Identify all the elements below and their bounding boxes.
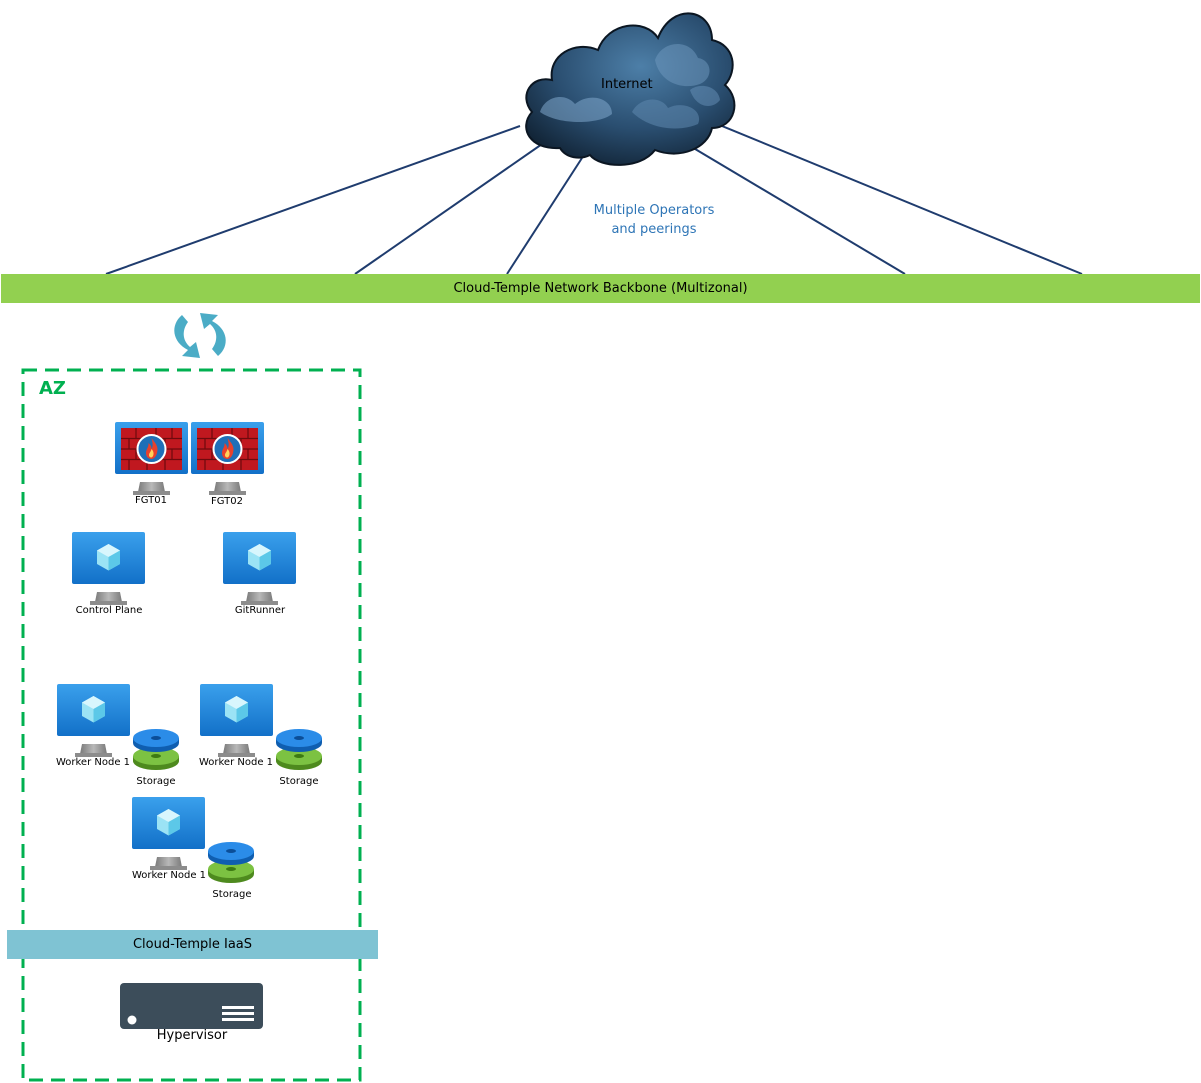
storage-icon xyxy=(133,729,179,770)
worker-node-vm-icon xyxy=(200,684,273,757)
backbone-label: Cloud-Temple Network Backbone (Multizona… xyxy=(453,281,748,296)
storage-icon xyxy=(208,842,254,883)
worker-node-label: Worker Node 1 xyxy=(55,757,131,768)
iaas-label: Cloud-Temple IaaS xyxy=(132,937,253,952)
link-line xyxy=(679,139,906,275)
fgt01-firewall-icon xyxy=(114,421,189,496)
link-line xyxy=(354,141,546,275)
worker-node-vm-icon xyxy=(57,684,130,757)
storage-label: Storage xyxy=(212,889,252,900)
az-zone-box xyxy=(21,368,362,1082)
storage-icon xyxy=(276,729,322,770)
sync-arrows-icon xyxy=(174,313,226,358)
gitrunner-label: GitRunner xyxy=(234,605,286,616)
gitrunner-vm-icon xyxy=(223,532,296,605)
fgt01-label: FGT01 xyxy=(135,495,167,506)
fgt02-label: FGT02 xyxy=(211,496,243,507)
storage-label: Storage xyxy=(136,776,176,787)
internet-label: Internet xyxy=(601,77,653,92)
link-line xyxy=(721,125,1083,275)
operators-note-line1: Multiple Operators xyxy=(593,203,715,218)
iaas-band xyxy=(7,930,378,959)
operators-note-line2: and peerings xyxy=(611,222,697,237)
backbone-band xyxy=(1,274,1200,303)
worker-node-vm-icon xyxy=(132,797,205,870)
link-line xyxy=(506,157,583,275)
worker-node-label: Worker Node 1 xyxy=(198,757,274,768)
hypervisor-label: Hypervisor xyxy=(156,1028,228,1043)
control-plane-vm-icon xyxy=(72,532,145,605)
internet-cloud-icon xyxy=(525,12,736,166)
az-label: AZ xyxy=(39,378,66,399)
worker-node-label: Worker Node 1 xyxy=(131,870,207,881)
fgt02-firewall-icon xyxy=(190,421,265,496)
control-plane-label: Control Plane xyxy=(75,605,143,616)
hypervisor-server-icon xyxy=(120,983,263,1029)
storage-label: Storage xyxy=(279,776,319,787)
operator-links xyxy=(105,125,1083,275)
link-line xyxy=(105,125,521,275)
